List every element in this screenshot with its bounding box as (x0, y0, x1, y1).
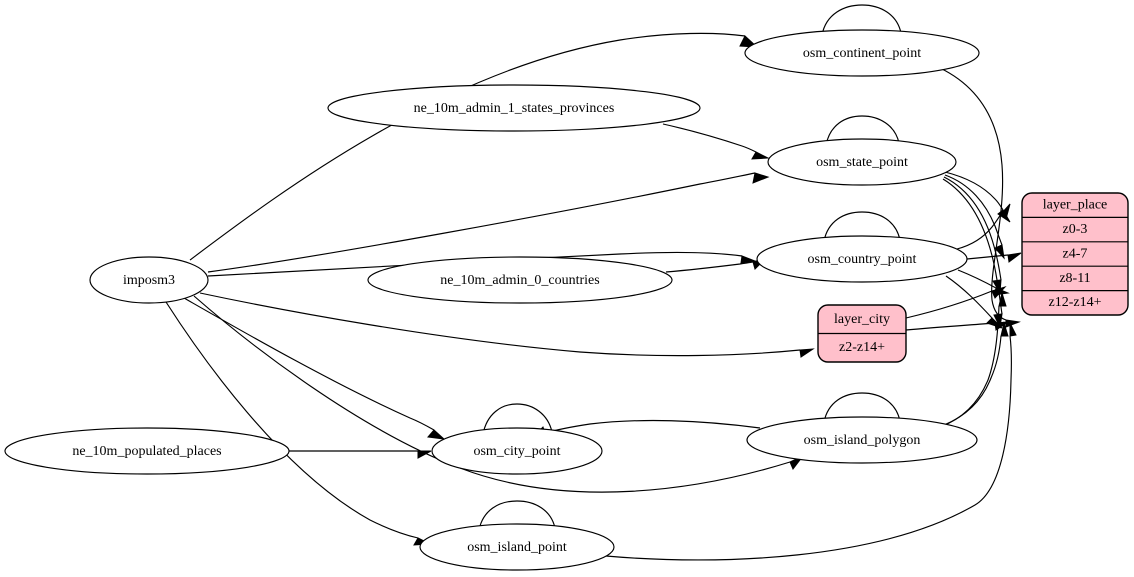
node-ne-10m-populated-places[interactable]: ne_10m_populated_places (4, 427, 290, 475)
node-label-ne-countries: ne_10m_admin_0_countries (440, 273, 599, 288)
node-label-ne-states: ne_10m_admin_1_states_provinces (414, 101, 615, 116)
edge-osm_island_polygon-to-layer_place-z12-z14 (943, 321, 1009, 426)
node-osm-continent-point[interactable]: osm_continent_point (744, 29, 980, 77)
layer-place-row-z4-7: z4-7 (1063, 246, 1088, 261)
node-ne-10m-admin-0-countries[interactable]: ne_10m_admin_0_countries (367, 256, 673, 304)
node-imposm3[interactable]: imposm3 (89, 256, 209, 304)
node-label-osm-island-polygon: osm_island_polygon (804, 433, 921, 448)
node-osm-city-point[interactable]: osm_city_point (431, 427, 603, 475)
edge-osm_country_point-to-layer_place-z4-7 (966, 252, 1022, 263)
node-label-ne-populated: ne_10m_populated_places (72, 444, 221, 459)
edge-layer_city-to-layer_place-z8-11 (905, 285, 1007, 319)
nodes-layer: imposm3 ne_10m_admin_1_states_provinces … (4, 29, 980, 571)
edge-ne_states-to-osm_state_point (662, 123, 770, 160)
edge-imposm3-to-osm_island_point (165, 301, 432, 546)
node-label-osm-city-point: osm_city_point (473, 444, 560, 459)
node-label-imposm3: imposm3 (123, 273, 175, 288)
node-osm-island-point[interactable]: osm_island_point (419, 523, 615, 571)
node-label-osm-country-point: osm_country_point (808, 252, 917, 267)
layer-city-row-z2-z14: z2-z14+ (839, 340, 885, 355)
edge-imposm3-to-osm_city_point (183, 297, 446, 440)
layer-city-title: layer_city (834, 312, 890, 327)
layer-place-row-z12-z14: z12-z14+ (1049, 295, 1102, 310)
node-label-osm-continent-point: osm_continent_point (803, 46, 921, 61)
edge-osm_country_point-to-layer_place-z0-3 (956, 203, 1011, 250)
node-osm-state-point[interactable]: osm_state_point (767, 138, 957, 186)
edge-imposm3-to-layer_city (199, 292, 815, 358)
node-layer-city[interactable]: layer_city z2-z14+ (817, 304, 907, 363)
node-osm-island-polygon[interactable]: osm_island_polygon (746, 416, 978, 464)
node-ne-10m-admin-1-states-provinces[interactable]: ne_10m_admin_1_states_provinces (327, 84, 701, 132)
edge-osm_state_point-to-layer_place-z4-7 (944, 174, 1005, 260)
edge-osm_continent_point-to-layer_place-z12 (939, 67, 1021, 328)
node-layer-place[interactable]: layer_place z0-3 z4-7 z8-11 z12-z14+ (1021, 192, 1129, 316)
layer-place-row-z8-11: z8-11 (1059, 271, 1090, 286)
edge-imposm3-to-osm_continent_point (189, 32, 759, 261)
edge-osm_country_point-to-layer_place-z12-z14 (945, 275, 1003, 329)
layer-place-title: layer_place (1043, 198, 1108, 213)
edges-layer (165, 4, 1022, 561)
edge-imposm3-to-osm_state_point (207, 172, 770, 273)
edge-osm_island_point-to-layer_place-z12-z14 (605, 322, 1017, 561)
node-label-osm-state-point: osm_state_point (816, 155, 908, 170)
node-label-osm-island-point: osm_island_point (467, 540, 567, 555)
edge-layer_city-to-layer_place-z12-z14 (905, 321, 1010, 331)
edge-ne_populated-to-osm_city_point (289, 450, 432, 459)
node-osm-country-point[interactable]: osm_country_point (756, 235, 968, 283)
layer-place-row-z0-3: z0-3 (1063, 222, 1088, 237)
